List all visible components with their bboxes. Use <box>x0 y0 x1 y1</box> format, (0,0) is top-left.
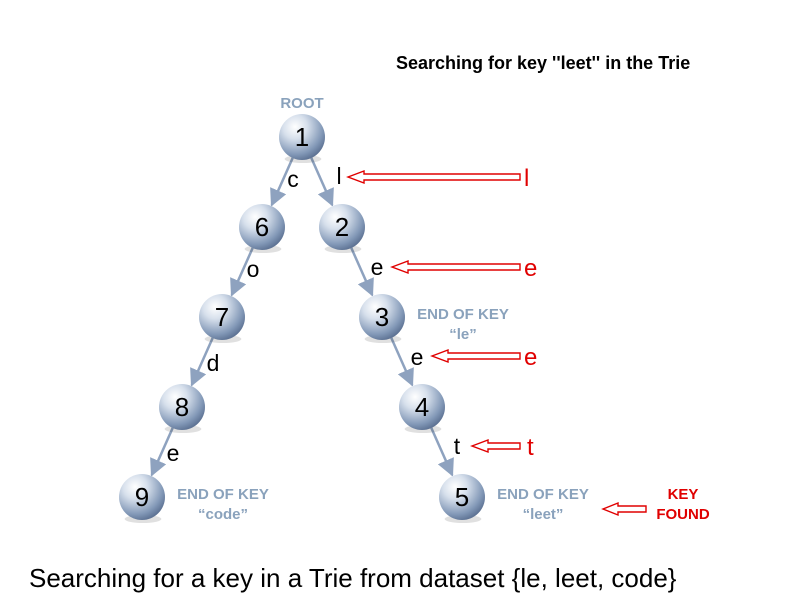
search-char-2: e <box>524 255 537 282</box>
node-sphere <box>319 204 365 250</box>
key-found-line1: KEY <box>668 486 699 503</box>
end-note-5-line1: END OF KEY <box>497 486 589 503</box>
trie-node-5: 5 <box>439 474 485 523</box>
end-note-9-line1: END OF KEY <box>177 486 269 503</box>
edge-3-4 <box>390 337 414 387</box>
trie-nodes: 1 2 3 4 5 6 7 8 9 <box>119 114 485 523</box>
search-arrow-1 <box>346 169 521 185</box>
node-number: 5 <box>455 482 469 512</box>
end-of-key-notes: END OF KEY “le” END OF KEY “code” END OF KEY… <box>177 306 589 523</box>
edge-1-2 <box>310 157 334 207</box>
edge-7-8 <box>190 337 214 387</box>
node-sphere <box>399 384 445 430</box>
end-note-9-line2: “code” <box>198 506 248 523</box>
search-char-1: l <box>524 165 529 192</box>
edge-2-3 <box>350 247 374 297</box>
node-sphere <box>439 474 485 520</box>
node-sphere <box>199 294 245 340</box>
edge-label-6-7: o <box>247 256 260 282</box>
key-found-indicator: KEY FOUND <box>601 486 710 523</box>
end-note-3-line2: “le” <box>449 326 477 343</box>
search-path-arrows: l e e t <box>346 165 537 461</box>
edge-label-2-3: e <box>371 254 384 280</box>
search-arrow-3 <box>430 348 521 364</box>
end-note-5-line2: “leet” <box>523 506 564 523</box>
node-number: 6 <box>255 212 269 242</box>
trie-node-7: 7 <box>199 294 245 343</box>
node-sphere <box>239 204 285 250</box>
trie-node-4: 4 <box>399 384 445 433</box>
key-found-line2: FOUND <box>656 506 709 523</box>
edge-label-1-6: c <box>287 166 299 192</box>
node-number: 7 <box>215 302 229 332</box>
edge-4-5 <box>430 427 454 477</box>
edge-label-7-8: d <box>207 350 220 376</box>
trie-node-2: 2 <box>319 204 365 253</box>
node-number: 4 <box>415 392 429 422</box>
edge-label-3-4: e <box>411 344 424 370</box>
node-number: 8 <box>175 392 189 422</box>
diagram-title: Searching for key ''leet'' in the Trie <box>396 53 690 73</box>
node-sphere <box>279 114 325 160</box>
edge-label-4-5: t <box>454 433 461 459</box>
node-number: 9 <box>135 482 149 512</box>
end-note-3-line1: END OF KEY <box>417 306 509 323</box>
node-number: 3 <box>375 302 389 332</box>
edge-label-8-9: e <box>167 440 180 466</box>
search-arrow-4 <box>470 438 521 454</box>
node-number: 1 <box>295 122 309 152</box>
trie-node-1: 1 <box>279 114 325 163</box>
trie-node-6: 6 <box>239 204 285 253</box>
node-number: 2 <box>335 212 349 242</box>
search-arrow-2 <box>390 259 521 275</box>
search-char-4: t <box>527 434 534 461</box>
edge-6-7 <box>230 247 254 297</box>
node-sphere <box>359 294 405 340</box>
edges: c l o d e e e t <box>150 157 461 477</box>
edge-label-1-2: l <box>336 163 341 189</box>
diagram-caption: Searching for a key in a Trie from datas… <box>29 563 677 593</box>
node-sphere <box>159 384 205 430</box>
edge-1-6 <box>270 157 294 207</box>
search-char-3: e <box>524 344 537 371</box>
trie-node-9: 9 <box>119 474 165 523</box>
edge-8-9 <box>150 427 174 477</box>
root-label: ROOT <box>280 95 323 112</box>
trie-node-3: 3 <box>359 294 405 343</box>
key-found-arrow <box>601 501 647 517</box>
trie-node-8: 8 <box>159 384 205 433</box>
node-sphere <box>119 474 165 520</box>
